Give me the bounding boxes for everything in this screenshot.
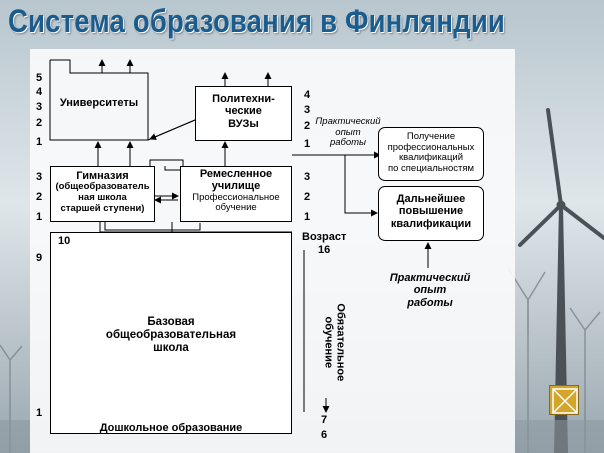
grade-1: 1 (36, 407, 43, 419)
year-number: 2 (36, 191, 43, 203)
year-number: 2 (36, 117, 43, 129)
gymnasium-label: Гимназия (общеобразователь ная школа ста… (55, 170, 150, 214)
grade-10: 10 (58, 235, 71, 247)
vocational-label: Ремесленное училище Профессиональное обу… (192, 168, 280, 214)
year-number: 5 (36, 72, 43, 84)
year-number: 1 (304, 138, 311, 150)
year-number: 3 (36, 101, 43, 113)
gymnasium-box (50, 166, 155, 222)
further-qual-box (378, 186, 484, 241)
age-16: 16 (318, 244, 331, 256)
year-number: 1 (36, 211, 43, 223)
further-qual-label: Дальнейшее повышение квалификации (390, 193, 472, 230)
professional-qual-box (378, 127, 484, 181)
compulsory-label: Обязательное обучение (322, 303, 347, 382)
professional-qual-label: Получение профессиональных квалификаций … (387, 131, 475, 174)
practice-small-label: Практический опыт работы (315, 116, 381, 149)
age-6: 6 (321, 429, 328, 441)
basic-school-label: Базовая общеобразовательная школа (105, 316, 237, 354)
age-7: 7 (321, 414, 328, 426)
page-title: Система образования в Финляндии (8, 3, 506, 39)
grade-9: 9 (36, 252, 43, 264)
year-number: 2 (304, 191, 311, 203)
year-number: 3 (304, 171, 311, 183)
basic-school-box (50, 232, 292, 434)
vocational-box (180, 166, 292, 222)
practice-big-label: Практический опыт работы (389, 272, 471, 309)
year-number: 1 (36, 136, 43, 148)
logo-badge-icon (549, 385, 579, 415)
polytech-label: Политехни- ческие ВУЗы (212, 93, 275, 130)
university-outline (49, 59, 149, 141)
year-number: 1 (304, 211, 311, 223)
age-label: Возраст (302, 231, 347, 243)
year-number: 4 (304, 89, 311, 101)
year-number: 2 (304, 120, 311, 132)
year-number: 4 (36, 86, 43, 98)
year-number: 3 (36, 171, 43, 183)
universities-label: Университеты (59, 97, 139, 109)
preschool-label: Дошкольное образование (99, 422, 243, 434)
year-number: 3 (304, 104, 311, 116)
polytech-box (195, 86, 292, 141)
